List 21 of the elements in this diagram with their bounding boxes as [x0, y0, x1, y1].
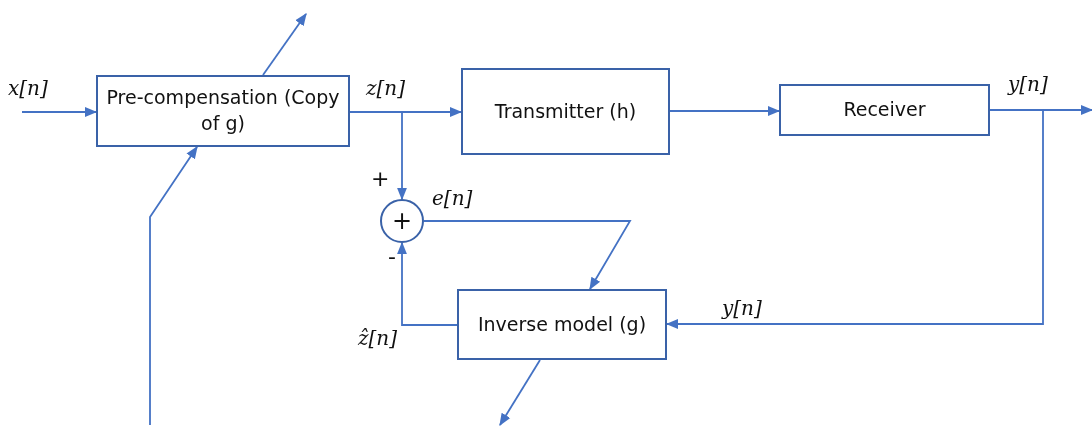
plus-sign: + — [390, 209, 414, 233]
process-box — [457, 289, 667, 360]
sign-label: + — [371, 166, 390, 191]
box-label: Transmitter (h) — [493, 98, 638, 124]
process-box — [461, 68, 670, 155]
box-label: Inverse model (g) — [476, 311, 648, 337]
arrow — [423, 220, 632, 291]
process-box — [779, 84, 990, 136]
box-label: Receiver — [842, 97, 927, 123]
edge-label: ẑ[n] — [356, 326, 400, 350]
sign-label: - — [388, 244, 396, 269]
summing-junction — [380, 199, 424, 243]
box-label: Pre-compensation (Copy of g) — [105, 85, 341, 136]
arrow — [349, 111, 408, 201]
arrow — [669, 105, 781, 117]
arrow — [21, 106, 98, 118]
process-box — [96, 75, 350, 147]
arrow — [396, 241, 458, 326]
arrow — [262, 12, 307, 76]
arrow — [149, 145, 198, 426]
arrow — [499, 359, 541, 427]
